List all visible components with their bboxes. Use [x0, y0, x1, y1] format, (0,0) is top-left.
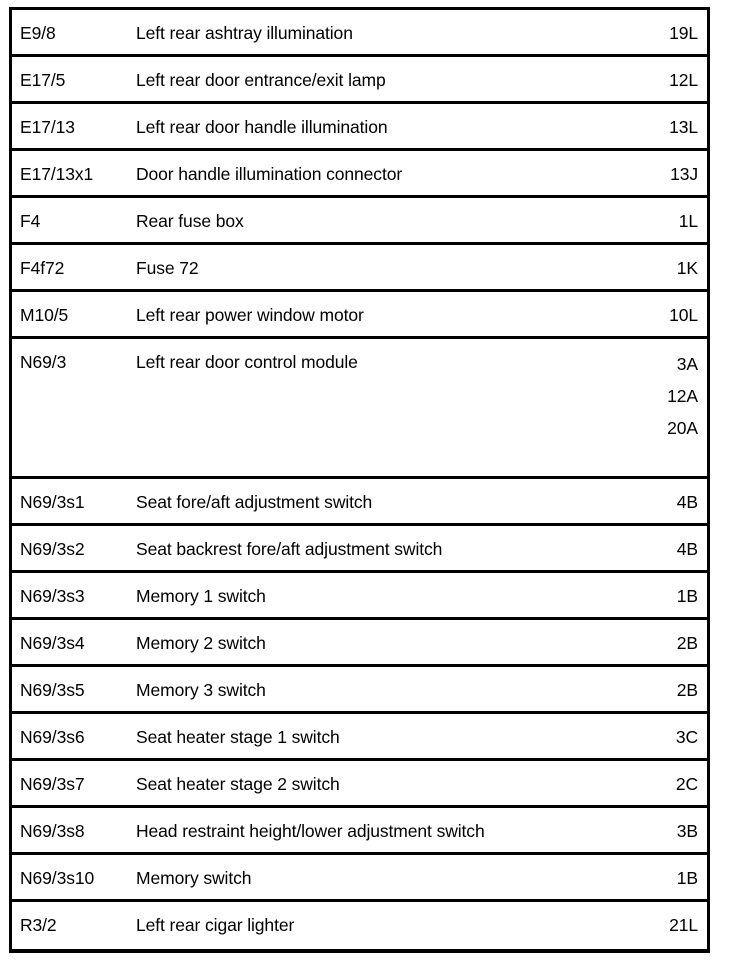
component-id-cell: N69/3s5 [20, 680, 85, 700]
component-location-cell: 1B [587, 573, 707, 610]
component-location-cell: 12L [587, 57, 707, 94]
component-description-cell: Seat heater stage 1 switch [136, 727, 340, 747]
table-row: F4 Rear fuse box 1L [12, 198, 707, 245]
component-id-cell: N69/3s8 [20, 821, 85, 841]
location-code: 13J [670, 164, 698, 184]
table-row: N69/3s10 Memory switch 1B [12, 855, 707, 902]
table-row: N69/3s4 Memory 2 switch 2B [12, 620, 707, 667]
table-row: N69/3s5 Memory 3 switch 2B [12, 667, 707, 714]
component-description-cell: Door handle illumination connector [136, 164, 403, 184]
component-id-cell: F4f72 [20, 258, 65, 278]
component-location-cell: 4B [587, 526, 707, 563]
component-id-cell: F4 [20, 211, 41, 231]
location-code: 20A [667, 418, 698, 438]
component-location-table: E9/8 Left rear ashtray illumination 19L E17… [9, 7, 710, 953]
component-location-cell: 3C [587, 714, 707, 751]
component-location-cell: 2C [587, 761, 707, 798]
component-id-cell: E17/13x1 [20, 164, 94, 184]
location-code: 12A [667, 386, 698, 406]
component-description-cell: Seat heater stage 2 switch [136, 774, 340, 794]
location-code: 4B [676, 492, 698, 512]
location-code: 1B [676, 868, 698, 888]
location-code: 3C [675, 727, 698, 747]
component-id-cell: N69/3s2 [20, 539, 85, 559]
component-id-cell: N69/3s7 [20, 774, 85, 794]
location-code: 2B [676, 633, 698, 653]
component-location-cell: 21L [587, 902, 707, 939]
location-code: 3A [676, 354, 698, 374]
component-location-cell: 1K [587, 245, 707, 282]
component-description-cell: Seat backrest fore/aft adjustment switch [136, 539, 443, 559]
component-description-cell: Left rear ashtray illumination [136, 23, 353, 43]
location-code: 1B [676, 586, 698, 606]
component-id-cell: N69/3 [20, 352, 67, 372]
location-code: 21L [669, 915, 698, 935]
component-description-cell: Left rear cigar lighter [136, 915, 295, 935]
location-code: 12L [669, 70, 698, 90]
component-description-cell: Memory switch [136, 868, 252, 888]
component-description-cell: Left rear door entrance/exit lamp [136, 70, 386, 90]
location-code: 4B [676, 539, 698, 559]
location-code: 3B [676, 821, 698, 841]
location-code: 10L [669, 305, 698, 325]
table-row: N69/3s6 Seat heater stage 1 switch 3C [12, 714, 707, 761]
component-id-cell: M10/5 [20, 305, 69, 325]
location-code: 2B [676, 680, 698, 700]
component-location-cell: 19L [587, 10, 707, 47]
table-row: N69/3s7 Seat heater stage 2 switch 2C [12, 761, 707, 808]
component-description-cell: Left rear door control module [136, 352, 358, 372]
table-row: N69/3s2 Seat backrest fore/aft adjustment… [12, 526, 707, 573]
component-id-cell: E9/8 [20, 23, 56, 43]
table-row: E17/13x1 Door handle illumination connect… [12, 151, 707, 198]
table-row: N69/3 Left rear door control module 3A 12A 2… [12, 339, 707, 479]
table-row: N69/3s1 Seat fore/aft adjustment switch 4B [12, 479, 707, 526]
component-location-cell: 3B [587, 808, 707, 845]
component-location-cell: 2B [587, 620, 707, 657]
component-location-cell: 1L [587, 198, 707, 235]
table-row: N69/3s8 Head restraint height/lower adjus… [12, 808, 707, 855]
location-code: 2C [675, 774, 698, 794]
component-id-cell: N69/3s10 [20, 868, 95, 888]
table-row: N69/3s3 Memory 1 switch 1B [12, 573, 707, 620]
table-row: R3/2 Left rear cigar lighter 21L [12, 902, 707, 949]
table-row: E17/13 Left rear door handle illumination… [12, 104, 707, 151]
component-id-cell: E17/5 [20, 70, 66, 90]
component-location-cell: 10L [587, 292, 707, 329]
component-description-cell: Memory 3 switch [136, 680, 266, 700]
component-location-cell: 3A 12A 20A [587, 339, 707, 444]
location-code: 13L [669, 117, 698, 137]
component-location-cell: 13J [587, 151, 707, 188]
table-row: F4f72 Fuse 72 1K [12, 245, 707, 292]
component-description-cell: Fuse 72 [136, 258, 199, 278]
component-id-cell: N69/3s1 [20, 492, 85, 512]
component-description-cell: Left rear power window motor [136, 305, 364, 325]
component-description-cell: Head restraint height/lower adjustment s… [136, 821, 485, 841]
table-row: E17/5 Left rear door entrance/exit lamp 12… [12, 57, 707, 104]
component-location-cell: 2B [587, 667, 707, 704]
component-id-cell: N69/3s3 [20, 586, 85, 606]
component-location-cell: 4B [587, 479, 707, 516]
component-location-cell: 13L [587, 104, 707, 141]
component-description-cell: Seat fore/aft adjustment switch [136, 492, 373, 512]
location-code: 1L [678, 211, 698, 231]
component-description-cell: Rear fuse box [136, 211, 244, 231]
location-code: 19L [669, 23, 698, 43]
location-code: 1K [676, 258, 698, 278]
component-id-cell: N69/3s6 [20, 727, 85, 747]
component-description-cell: Memory 2 switch [136, 633, 266, 653]
component-id-cell: E17/13 [20, 117, 75, 137]
component-id-cell: N69/3s4 [20, 633, 85, 653]
component-location-cell: 1B [587, 855, 707, 892]
table-row: M10/5 Left rear power window motor 10L [12, 292, 707, 339]
component-description-cell: Memory 1 switch [136, 586, 266, 606]
component-description-cell: Left rear door handle illumination [136, 117, 388, 137]
table-row: E9/8 Left rear ashtray illumination 19L [12, 10, 707, 57]
component-id-cell: R3/2 [20, 915, 57, 935]
